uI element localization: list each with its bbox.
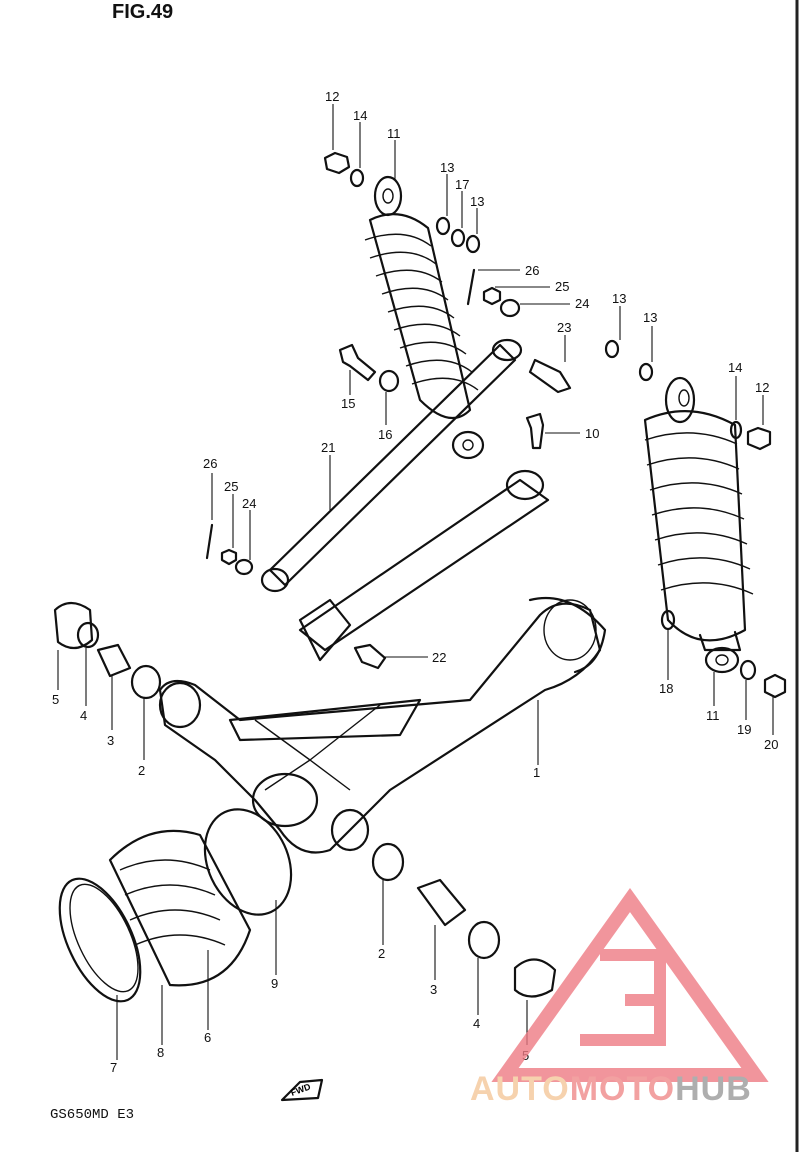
- watermark-moto: MOTO: [570, 1070, 675, 1108]
- callout-26: 26: [203, 456, 217, 471]
- callout-24: 24: [575, 296, 589, 311]
- callout-2: 2: [378, 946, 385, 961]
- callout-14: 14: [728, 360, 742, 375]
- model-code: GS650MD E3: [50, 1107, 134, 1123]
- callout-9: 9: [271, 976, 278, 991]
- callout-18: 18: [659, 681, 673, 696]
- callout-13: 13: [612, 291, 626, 306]
- callout-13: 13: [643, 310, 657, 325]
- callout-7: 7: [110, 1060, 117, 1075]
- callout-3: 3: [107, 733, 114, 748]
- callout-11: 11: [387, 126, 401, 141]
- callout-19: 19: [737, 722, 751, 737]
- callout-22: 22: [432, 650, 446, 665]
- callout-1: 1: [533, 765, 540, 780]
- callout-2: 2: [138, 763, 145, 778]
- callout-15: 15: [341, 396, 355, 411]
- callout-5: 5: [52, 692, 59, 707]
- callout-23: 23: [557, 320, 571, 335]
- watermark-auto: AUTO: [470, 1070, 570, 1108]
- callout-8: 8: [157, 1045, 164, 1060]
- right-shock-absorber: [643, 376, 754, 674]
- callout-4: 4: [473, 1016, 480, 1031]
- callout-12: 12: [325, 89, 339, 104]
- callout-12: 12: [755, 380, 769, 395]
- svg-text:AUTOMOTOHUB: AUTOMOTOHUB: [470, 1070, 752, 1108]
- watermark-triangle-icon: [491, 887, 769, 1082]
- callout-24: 24: [242, 496, 256, 511]
- callout-13: 13: [470, 194, 484, 209]
- automotohub-watermark: AUTOMOTOHUB: [470, 887, 769, 1108]
- callout-25: 25: [555, 279, 569, 294]
- callout-25: 25: [224, 479, 238, 494]
- callout-labels: 12 14 11 13 17 13 26 25 24 13 13 23 15 1…: [52, 89, 778, 1075]
- callout-11: 11: [706, 708, 720, 723]
- callout-16: 16: [378, 427, 392, 442]
- callout-14: 14: [353, 108, 367, 123]
- torque-rod: [260, 338, 523, 593]
- callout-26: 26: [525, 263, 539, 278]
- figure-title: FIG.49: [112, 1, 173, 23]
- fwd-arrow-icon: FWD: [280, 1078, 324, 1102]
- callout-3: 3: [430, 982, 437, 997]
- leader-lines: [57, 104, 774, 1060]
- callout-13: 13: [440, 160, 454, 175]
- callout-4: 4: [80, 708, 87, 723]
- fwd-label: FWD: [289, 1081, 312, 1098]
- hardware-parts: [53, 151, 787, 998]
- left-shock-absorber: [364, 175, 485, 460]
- swing-arm: [158, 596, 607, 854]
- callout-17: 17: [455, 177, 469, 192]
- rubber-boot-assembly: [58, 808, 293, 1003]
- callout-20: 20: [764, 737, 778, 752]
- callout-10: 10: [585, 426, 599, 441]
- watermark-hub: HUB: [675, 1070, 752, 1108]
- callout-6: 6: [204, 1030, 211, 1045]
- callout-21: 21: [321, 440, 335, 455]
- link-rod: [298, 469, 550, 662]
